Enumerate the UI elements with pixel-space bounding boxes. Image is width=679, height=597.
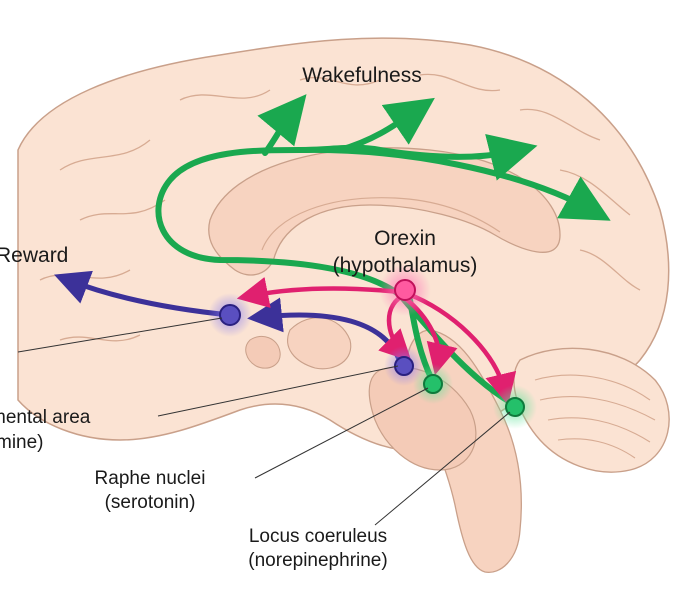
label-locus: Locus coeruleus xyxy=(249,526,387,547)
label-vta: mental area xyxy=(0,407,91,428)
label-raphe: Raphe nuclei xyxy=(95,468,206,489)
label-hypothalamus: (hypothalamus) xyxy=(333,254,478,277)
label-norepinephrine: (norepinephrine) xyxy=(248,550,387,571)
raphe-node xyxy=(413,364,453,404)
locus-node xyxy=(493,385,537,429)
label-wakefulness: Wakefulness xyxy=(302,64,421,87)
label-serotonin: (serotonin) xyxy=(105,492,196,513)
label-dopamine: mine) xyxy=(0,432,44,453)
label-orexin: Orexin xyxy=(374,227,436,250)
label-reward: Reward xyxy=(0,244,68,267)
vta-node xyxy=(208,293,252,337)
